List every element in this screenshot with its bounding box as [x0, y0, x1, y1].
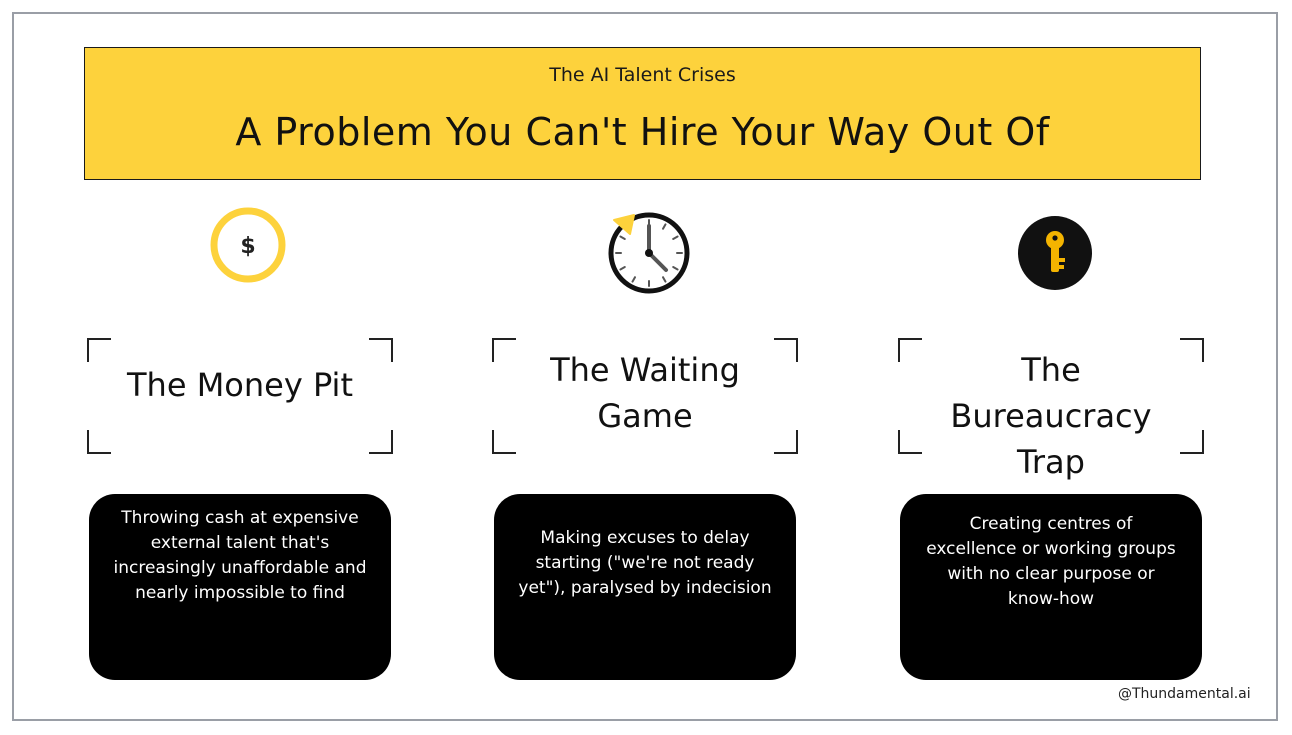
dollar-coin-icon: $ [209, 206, 287, 284]
credit-handle: @Thundamental.ai [1118, 686, 1251, 702]
frame-corner [1180, 338, 1204, 362]
frame-corner [898, 430, 922, 454]
heading-money-pit: The Money Pit [127, 366, 353, 404]
frame-corner [369, 430, 393, 454]
card-waiting-game: Making excuses to delay starting ("we're… [494, 494, 796, 680]
svg-text:$: $ [240, 234, 255, 259]
card-description: Throwing cash at expensive external tale… [113, 508, 367, 603]
key-icon [1016, 214, 1094, 292]
frame-corner [492, 430, 516, 454]
heading-bureaucracy-line2: Bureaucracy [950, 397, 1152, 435]
heading-bureaucracy-line1: The [1021, 351, 1081, 389]
heading-bureaucracy-line3: Trap [1017, 443, 1085, 481]
heading-frame-bureaucracy-trap: The Bureaucracy Trap [898, 338, 1204, 481]
frame-corner [87, 430, 111, 454]
frame-corner [492, 338, 516, 362]
frame-corner [1180, 430, 1204, 454]
frame-corner [87, 338, 111, 362]
card-description: Making excuses to delay starting ("we're… [518, 528, 772, 598]
card-description: Creating centres of excellence or workin… [926, 514, 1176, 609]
slide-subtitle: The AI Talent Crises [549, 64, 736, 86]
slide-title: A Problem You Can't Hire Your Way Out Of [235, 110, 1050, 154]
frame-corner [898, 338, 922, 362]
frame-corner [774, 430, 798, 454]
header-banner: The AI Talent Crises A Problem You Can't… [84, 47, 1201, 180]
card-money-pit: Throwing cash at expensive external tale… [89, 494, 391, 680]
heading-frame-money-pit: The Money Pit [87, 338, 393, 454]
heading-waiting-game-line1: The Waiting [550, 351, 740, 389]
frame-corner [774, 338, 798, 362]
clock-icon [604, 208, 694, 298]
card-bureaucracy-trap: Creating centres of excellence or workin… [900, 494, 1202, 680]
heading-frame-waiting-game: The Waiting Game [492, 338, 798, 454]
frame-corner [369, 338, 393, 362]
heading-waiting-game-line2: Game [597, 397, 693, 435]
